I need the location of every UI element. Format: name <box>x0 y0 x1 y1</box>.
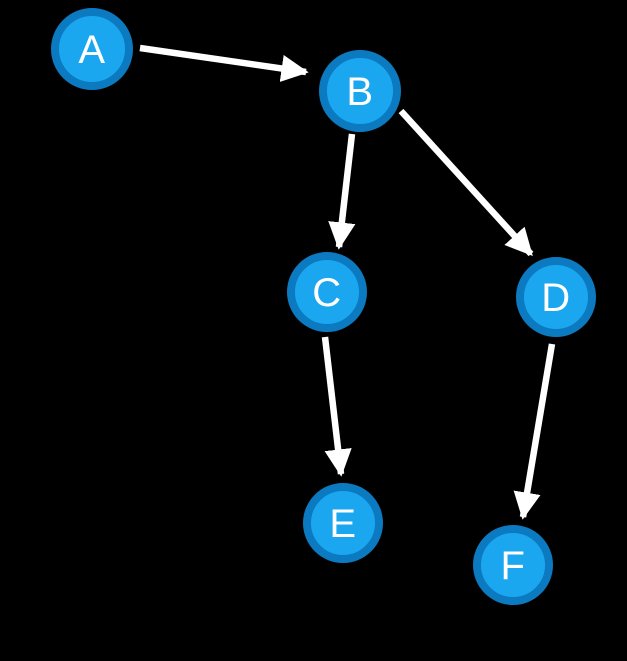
node-circle-D <box>516 257 596 337</box>
node-C: C <box>287 252 367 332</box>
edge-C-E <box>321 336 352 477</box>
node-label-E: E <box>329 502 356 546</box>
node-F: F <box>473 525 553 605</box>
node-label-C: C <box>312 271 341 315</box>
edge-B-C <box>328 133 356 250</box>
node-label-A: A <box>78 28 105 72</box>
node-label-F: F <box>501 544 526 588</box>
node-label-D: D <box>541 276 570 320</box>
node-D: D <box>516 257 596 337</box>
nodes-layer: A B C D E F <box>51 8 596 605</box>
node-circle-C <box>287 252 367 332</box>
edge-D-F <box>513 343 556 520</box>
node-B: B <box>319 50 401 132</box>
edge-B-D <box>398 108 534 257</box>
node-label-B: B <box>346 70 373 114</box>
node-A: A <box>51 8 133 90</box>
node-E: E <box>303 483 383 563</box>
node-circle-F <box>473 525 553 605</box>
node-circle-B <box>319 50 401 132</box>
edge-A-B <box>139 44 309 82</box>
node-circle-E <box>303 483 383 563</box>
edges-layer <box>139 44 556 520</box>
node-circle-A <box>51 8 133 90</box>
